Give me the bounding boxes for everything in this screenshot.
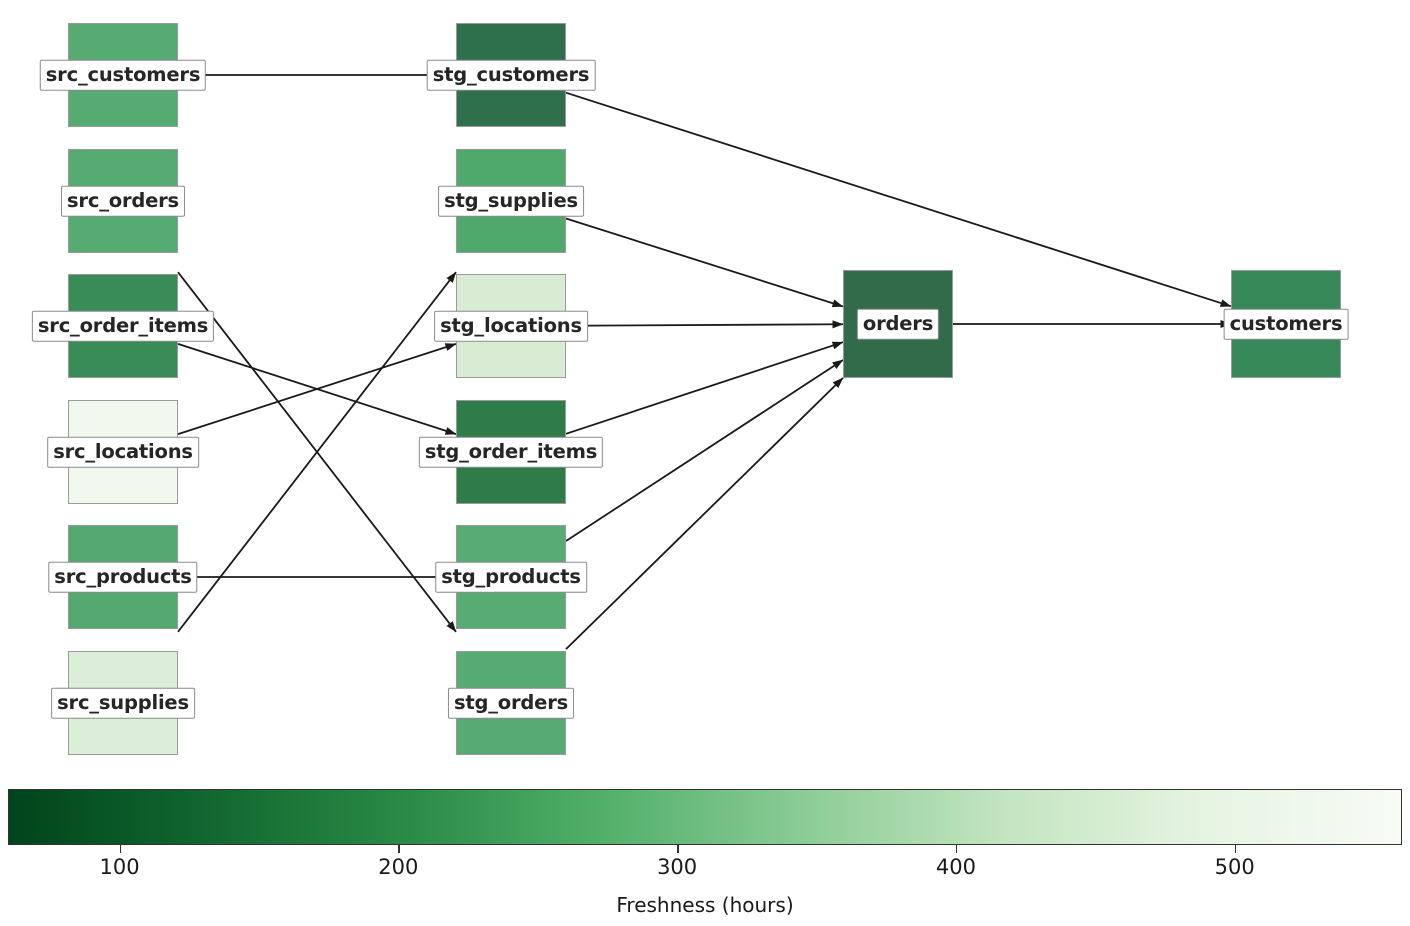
node-label-src_locations[interactable]: src_locations: [47, 436, 199, 468]
node-label-src_customers[interactable]: src_customers: [39, 59, 207, 91]
node-label-stg_supplies[interactable]: stg_supplies: [438, 185, 584, 217]
node-label-src_orders[interactable]: src_orders: [61, 185, 185, 217]
colorbar-tick: [1234, 845, 1237, 853]
colorbar-gradient: [8, 789, 1402, 845]
edge-stg_customers-to-customers: [565, 91, 1232, 308]
node-label-stg_order_items[interactable]: stg_order_items: [418, 436, 604, 468]
node-label-src_products[interactable]: src_products: [48, 561, 198, 593]
colorbar-tick-label: 400: [935, 855, 976, 879]
node-label-orders[interactable]: orders: [856, 308, 940, 340]
colorbar-tick-label: 200: [378, 855, 419, 879]
node-label-src_order_items[interactable]: src_order_items: [31, 310, 215, 342]
colorbar-axis-label: Freshness (hours): [616, 893, 794, 917]
colorbar: 100 200 300 400 500: [8, 789, 1402, 879]
colorbar-tick: [398, 845, 400, 853]
node-label-customers[interactable]: customers: [1223, 308, 1349, 340]
colorbar-tick-label: 100: [99, 855, 140, 879]
node-label-stg_orders[interactable]: stg_orders: [447, 687, 575, 719]
edge-src_locations-to-stg_locations: [177, 343, 457, 435]
node-label-stg_locations[interactable]: stg_locations: [434, 310, 588, 342]
edge-src_supplies-to-stg_supplies: [177, 271, 457, 633]
colorbar-tick: [955, 845, 958, 853]
edge-stg_products-to-orders: [565, 359, 844, 542]
colorbar-tick: [119, 845, 121, 853]
edge-stg_order_items-to-orders: [565, 341, 844, 435]
node-label-stg_products[interactable]: stg_products: [435, 561, 587, 593]
node-label-stg_customers[interactable]: stg_customers: [426, 59, 596, 91]
edge-stg_supplies-to-orders: [565, 217, 844, 308]
colorbar-tick-label: 300: [657, 855, 698, 879]
colorbar-tick-label: 500: [1214, 855, 1255, 879]
edge-stg_orders-to-orders: [565, 377, 844, 650]
colorbar-tick: [677, 845, 679, 853]
edge-stg_locations-to-orders: [565, 320, 844, 329]
node-label-src_supplies[interactable]: src_supplies: [51, 687, 195, 719]
